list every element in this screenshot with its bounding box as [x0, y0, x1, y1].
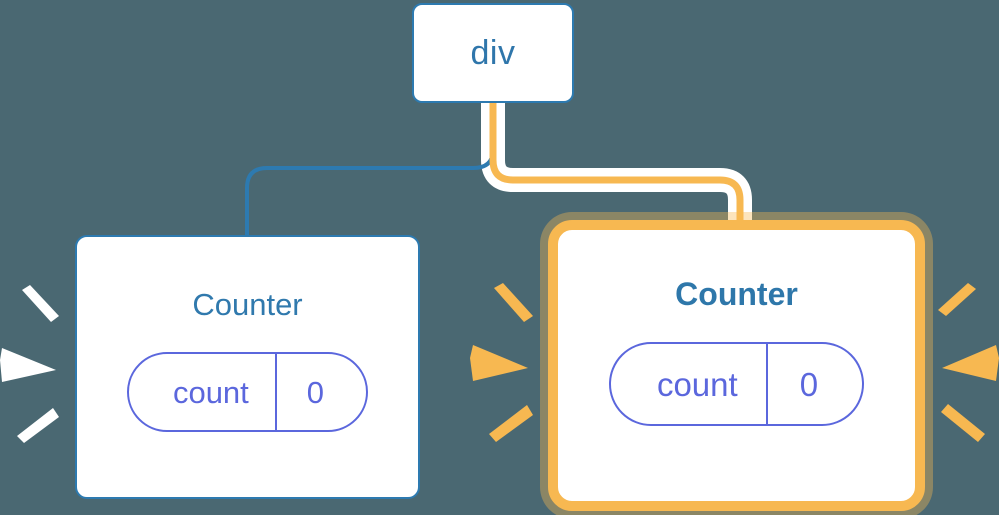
- state-value: 0: [274, 354, 366, 430]
- sparkle-ray-icon: [22, 285, 59, 322]
- sparkle-ray-icon: [470, 345, 528, 381]
- sparkle-left-outer: [0, 285, 59, 443]
- state-value: 0: [765, 344, 862, 424]
- edge-div-to-right-counter: [489, 100, 744, 240]
- node-div-label: div: [470, 34, 516, 72]
- sparkle-ray-icon: [938, 283, 976, 316]
- node-title: Counter: [192, 287, 303, 322]
- node-div[interactable]: div: [412, 3, 574, 103]
- node-counter-left[interactable]: Counter count 0: [75, 235, 420, 499]
- state-pill: count 0: [608, 342, 865, 426]
- sparkle-ray-icon: [0, 348, 56, 382]
- sparkle-ray-icon: [489, 405, 533, 442]
- state-pill: count 0: [126, 352, 369, 432]
- sparkle-middle: [470, 283, 533, 442]
- state-key: count: [172, 374, 249, 410]
- node-title: Counter: [675, 276, 798, 312]
- sparkle-ray-icon: [942, 345, 999, 381]
- state-key: count: [656, 365, 738, 403]
- sparkle-ray-icon: [941, 404, 985, 442]
- sparkle-right-outer: [938, 283, 999, 442]
- node-counter-right[interactable]: Counter count 0: [548, 220, 925, 511]
- sparkle-ray-icon: [494, 283, 533, 322]
- sparkle-ray-icon: [17, 408, 59, 443]
